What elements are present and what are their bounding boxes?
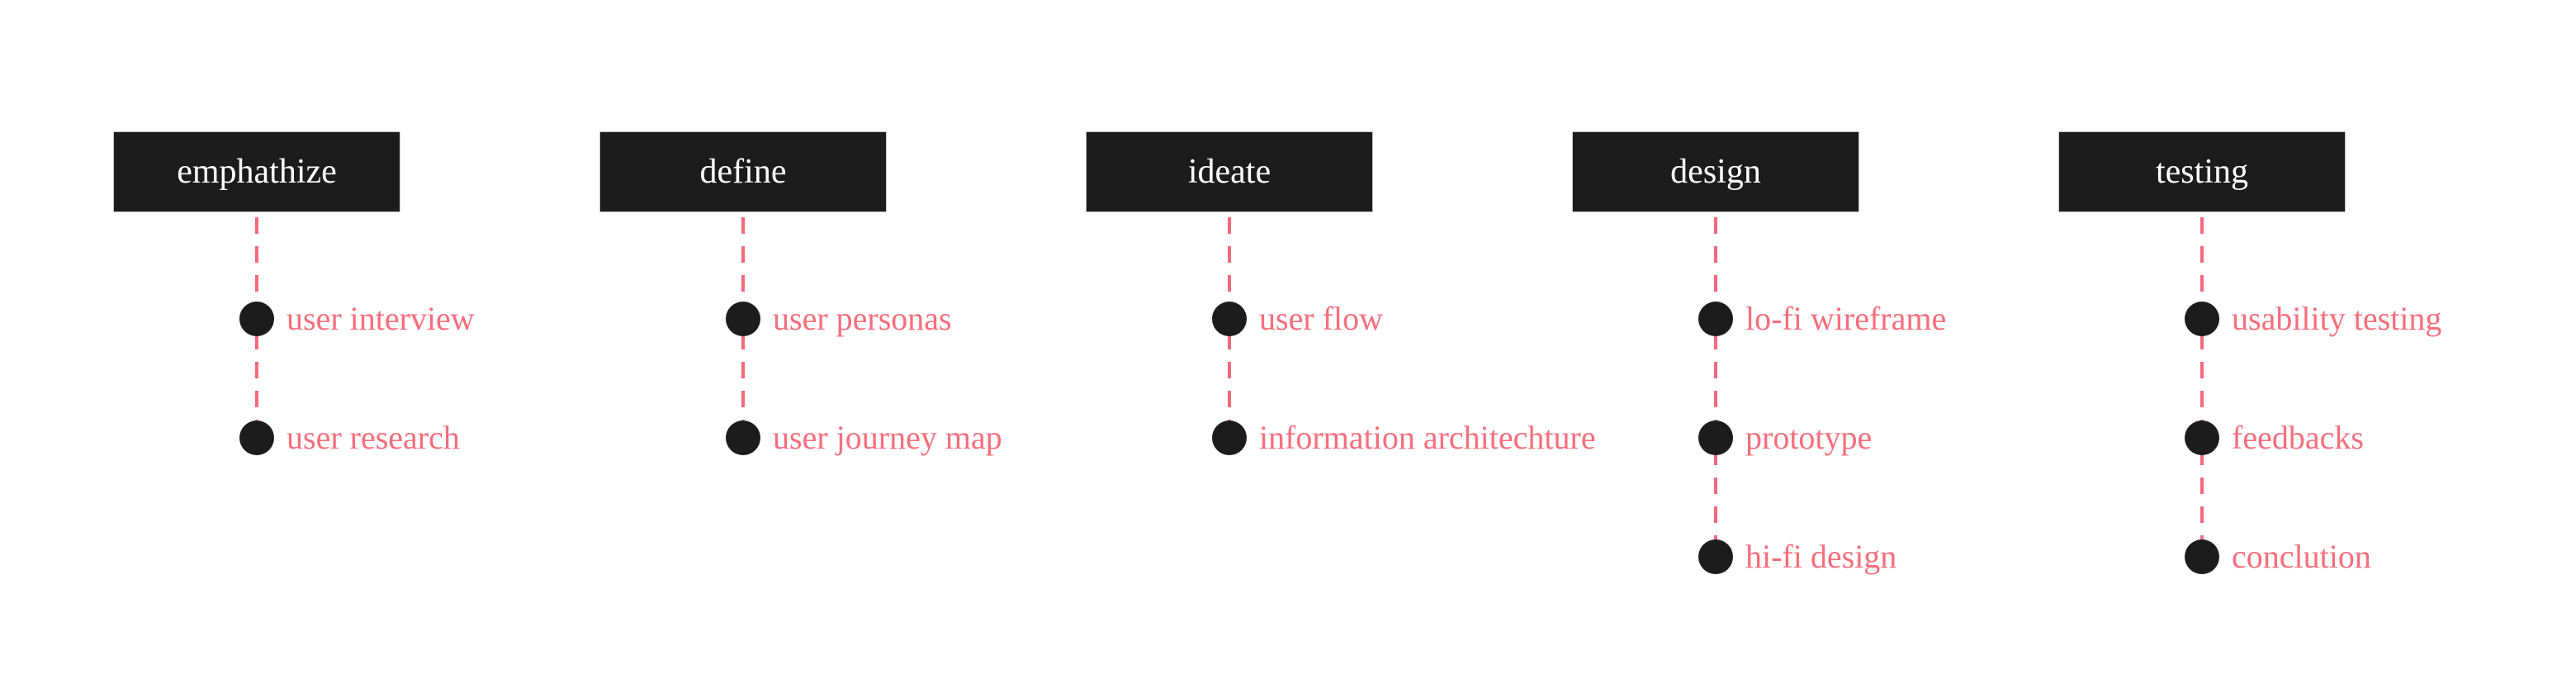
- list-item: user journey map: [726, 420, 1002, 456]
- list-item: user interview: [239, 301, 475, 337]
- column-design: design lo-fi wireframe prototype hi-fi d…: [1572, 131, 1946, 644]
- milestone-dot-icon: [1698, 302, 1733, 336]
- item-label: user journey map: [773, 419, 1002, 456]
- milestone-dot-icon: [239, 302, 274, 336]
- list-item: user flow: [1212, 301, 1383, 337]
- item-label: usability testing: [2232, 300, 2442, 337]
- stage-label: define: [699, 153, 787, 191]
- list-item: user personas: [726, 301, 952, 337]
- list-item: conclution: [2185, 539, 2371, 575]
- milestone-dot-icon: [2185, 539, 2219, 574]
- list-item: hi-fi design: [1698, 539, 1896, 575]
- item-label: information architechture: [1259, 419, 1596, 456]
- milestone-dot-icon: [726, 421, 760, 455]
- stage-box-emphathize: emphathize: [113, 131, 400, 212]
- milestone-dot-icon: [1698, 421, 1733, 455]
- item-label: conclution: [2232, 538, 2371, 575]
- stage-box-ideate: ideate: [1086, 131, 1373, 212]
- milestone-dot-icon: [1212, 302, 1247, 336]
- item-label: user personas: [773, 300, 952, 337]
- stage-box-design: design: [1572, 131, 1859, 212]
- milestone-dot-icon: [1212, 421, 1247, 455]
- milestone-dot-icon: [1698, 539, 1733, 574]
- connector-line: [2200, 217, 2204, 556]
- item-label: feedbacks: [2232, 419, 2364, 456]
- milestone-dot-icon: [239, 421, 274, 455]
- list-item: prototype: [1698, 420, 1872, 456]
- item-label: lo-fi wireframe: [1745, 300, 1947, 337]
- stage-box-testing: testing: [2058, 131, 2346, 212]
- milestone-dot-icon: [726, 302, 760, 336]
- list-item: feedbacks: [2185, 420, 2364, 456]
- stage-box-define: define: [599, 131, 887, 212]
- column-testing: testing usability testing feedbacks conc…: [2058, 131, 2441, 644]
- item-label: prototype: [1745, 419, 1873, 456]
- item-label: user research: [286, 419, 460, 456]
- list-item: user research: [239, 420, 460, 456]
- list-item: lo-fi wireframe: [1698, 301, 1946, 337]
- stage-label: emphathize: [177, 153, 337, 191]
- connector-line: [1714, 217, 1717, 556]
- item-label: user flow: [1259, 300, 1383, 337]
- stage-label: design: [1670, 153, 1761, 191]
- stage-label: testing: [2156, 153, 2248, 191]
- list-item: information architechture: [1212, 420, 1596, 456]
- column-emphathize: emphathize user interview user research: [113, 131, 475, 644]
- milestone-dot-icon: [2185, 302, 2219, 336]
- item-label: hi-fi design: [1745, 538, 1897, 575]
- stage-label: ideate: [1187, 153, 1271, 191]
- list-item: usability testing: [2185, 301, 2441, 337]
- column-ideate: ideate user flow information architechtu…: [1086, 131, 1596, 644]
- milestone-dot-icon: [2185, 421, 2219, 455]
- item-label: user interview: [286, 300, 475, 337]
- column-define: define user personas user journey map: [599, 131, 1002, 644]
